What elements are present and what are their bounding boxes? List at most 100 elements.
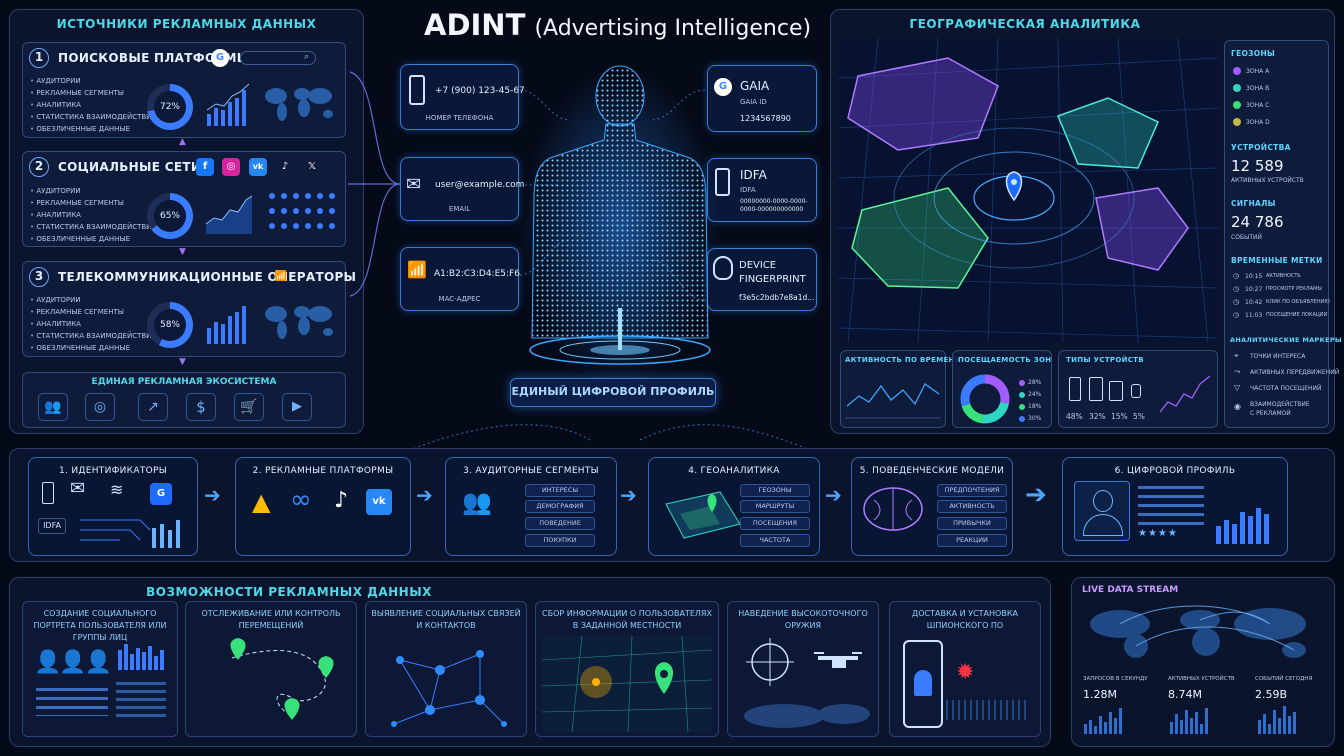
fingerprint-name-2: FINGERPRINT xyxy=(739,274,806,285)
source-name: СОЦИАЛЬНЫЕ СЕТИ xyxy=(58,160,202,174)
geo-sidebar xyxy=(1224,40,1329,428)
visits-title: ПОСЕЩАЕМОСТЬ ЗОН xyxy=(958,356,1052,364)
arrow-right-icon: ➔ xyxy=(825,483,842,507)
phone-icon xyxy=(1089,377,1103,401)
idfa-badge: IDFA xyxy=(38,518,66,534)
phone-icon xyxy=(1069,377,1081,401)
people-icon: 👤👤👤 xyxy=(34,650,112,675)
behavior-chip[interactable]: РЕАКЦИИ xyxy=(937,534,1007,547)
data-sources-title: ИСТОЧНИКИ РЕКЛАМНЫХ ДАННЫХ xyxy=(56,17,317,31)
segment-chip[interactable]: ИНТЕРЕСЫ xyxy=(525,484,595,497)
stream-stat-value: 1.28M xyxy=(1083,688,1117,701)
idfa-name: IDFA xyxy=(740,168,767,182)
user-icon xyxy=(914,670,932,696)
mac-id-box[interactable] xyxy=(400,247,519,311)
profile-lines xyxy=(36,688,108,716)
behavior-chip[interactable]: АКТИВНОСТЬ xyxy=(937,500,1007,513)
profile-label-box[interactable] xyxy=(510,378,716,407)
arrow-down-icon: ▲ xyxy=(179,137,186,147)
profile-label: ЕДИНЫЙ ЦИФРОВОЙ ПРОФИЛЬ xyxy=(511,385,715,398)
timestamp-time: 10:15 xyxy=(1245,273,1263,280)
network-graph-icon xyxy=(391,650,507,727)
timestamp-time: 10:27 xyxy=(1245,286,1263,293)
profile-lines xyxy=(1138,486,1204,526)
phone-label: НОМЕР ТЕЛЕФОНА xyxy=(425,114,494,122)
segment-chip[interactable]: ПОВЕДЕНИЕ xyxy=(525,517,595,530)
percent-ring: 58% xyxy=(147,302,193,348)
segment-chip[interactable]: ДЕМОГРАФИЯ xyxy=(525,500,595,513)
zones-title: ГЕОЗОНЫ xyxy=(1231,49,1276,58)
zone-label: ЗОНА B xyxy=(1246,85,1270,92)
x-icon: 𝕏 xyxy=(307,161,317,172)
visits-legend-dot xyxy=(1019,380,1025,386)
behavior-chip[interactable]: ПРЕДПОЧТЕНИЯ xyxy=(937,484,1007,497)
users-group-icon: 👥 xyxy=(462,488,492,516)
area-map-icon xyxy=(542,636,712,732)
visits-percent: 30% xyxy=(1028,415,1042,422)
user-profile-icon xyxy=(1074,481,1130,541)
search-bar[interactable]: ⌕ xyxy=(240,51,316,65)
email-id-box[interactable] xyxy=(400,157,519,221)
bug-icon: ✹ xyxy=(956,660,975,685)
area-chart xyxy=(205,195,253,234)
timestamp-time: 11:03 xyxy=(1245,312,1263,319)
marker-label: АКТИВНЫХ ПЕРЕДВИЖЕНИЙ xyxy=(1250,369,1340,376)
clock-icon: ◷ xyxy=(1233,298,1240,306)
source-bullets: АУДИТОРИИРЕКЛАМНЫЕ СЕГМЕНТЫАНАЛИТИКАСТАТ… xyxy=(30,185,156,245)
world-map-icon xyxy=(265,88,333,121)
zone-dot xyxy=(1233,84,1241,92)
growth-chart-icon: ↗ xyxy=(138,393,168,421)
zone-d-area xyxy=(1095,187,1189,271)
search-icon: ⌕ xyxy=(303,52,309,62)
capability-social-connections[interactable]: ВЫЯВЛЕНИЕ СОЦИАЛЬНЫХ СВЯЗЕЙ И КОНТАКТОВ xyxy=(365,601,527,737)
people-grid-icon xyxy=(269,193,335,229)
zone-label: ЗОНА D xyxy=(1246,119,1270,126)
geo-chip[interactable]: МАРШРУТЫ xyxy=(740,500,810,513)
zone-a-area xyxy=(847,57,999,151)
vk-icon: vk xyxy=(249,158,267,176)
smartphone-icon xyxy=(715,168,730,196)
geo-chip[interactable]: ПОСЕЩЕНИЯ xyxy=(740,517,810,530)
zone-dot xyxy=(1233,67,1241,75)
timestamp-text: ПРОСМОТР РЕКЛАМЫ xyxy=(1266,286,1322,292)
device-types-title: ТИПЫ УСТРОЙСТВ xyxy=(1066,356,1144,364)
video-icon: ▶ xyxy=(282,393,312,421)
profile-lines xyxy=(116,682,166,718)
watch-icon xyxy=(1131,384,1141,398)
world-flow-map xyxy=(1090,605,1306,658)
funnel-icon: ▽ xyxy=(1234,383,1241,392)
location-pin-icon xyxy=(1005,171,1023,202)
geo-chip[interactable]: ЧАСТОТА xyxy=(740,534,810,547)
arrow-right-icon: ➔ xyxy=(1025,480,1047,510)
visits-legend-dot xyxy=(1019,416,1025,422)
zone-label: ЗОНА C xyxy=(1246,102,1270,109)
phone-icon xyxy=(409,75,425,105)
google-icon: G xyxy=(714,78,732,96)
tiktok-icon: ♪ xyxy=(334,488,349,513)
bar-chart xyxy=(206,83,250,126)
segment-chip[interactable]: ПОКУПКИ xyxy=(525,534,595,547)
percent-ring: 72% xyxy=(147,84,193,130)
ecosystem-card[interactable] xyxy=(22,372,346,428)
gaia-id-box[interactable] xyxy=(707,65,817,132)
device-type-percent: 32% xyxy=(1089,412,1106,421)
behavior-chip[interactable]: ПРИВЫЧКИ xyxy=(937,517,1007,530)
signals-value: 24 786 xyxy=(1231,213,1284,231)
arrow-right-icon: ➔ xyxy=(620,483,637,507)
route-icon: ⤳ xyxy=(1234,367,1241,376)
phone-value: +7 (900) 123-45-67 xyxy=(435,86,525,96)
email-value: user@example.com xyxy=(435,180,525,190)
zone-b-area xyxy=(1057,97,1159,169)
bar-chart xyxy=(1216,508,1269,544)
timestamp-time: 10:42 xyxy=(1245,299,1263,306)
mac-value: A1:B2:C3:D4:E5:F6 xyxy=(434,269,520,279)
donut-slice-2 xyxy=(960,374,1010,424)
meta-icon: ∞ xyxy=(290,485,312,515)
geo-chip[interactable]: ГЕОЗОНЫ xyxy=(740,484,810,497)
gaia-value: 1234567890 xyxy=(740,114,791,123)
phone-icon xyxy=(42,482,54,504)
devices-title: УСТРОЙСТВА xyxy=(1231,143,1291,152)
timestamps-title: ВРЕМЕННЫЕ МЕТКИ xyxy=(1231,256,1323,265)
idfa-label: IDFA xyxy=(740,186,756,194)
clock-icon: ◷ xyxy=(1233,285,1240,293)
